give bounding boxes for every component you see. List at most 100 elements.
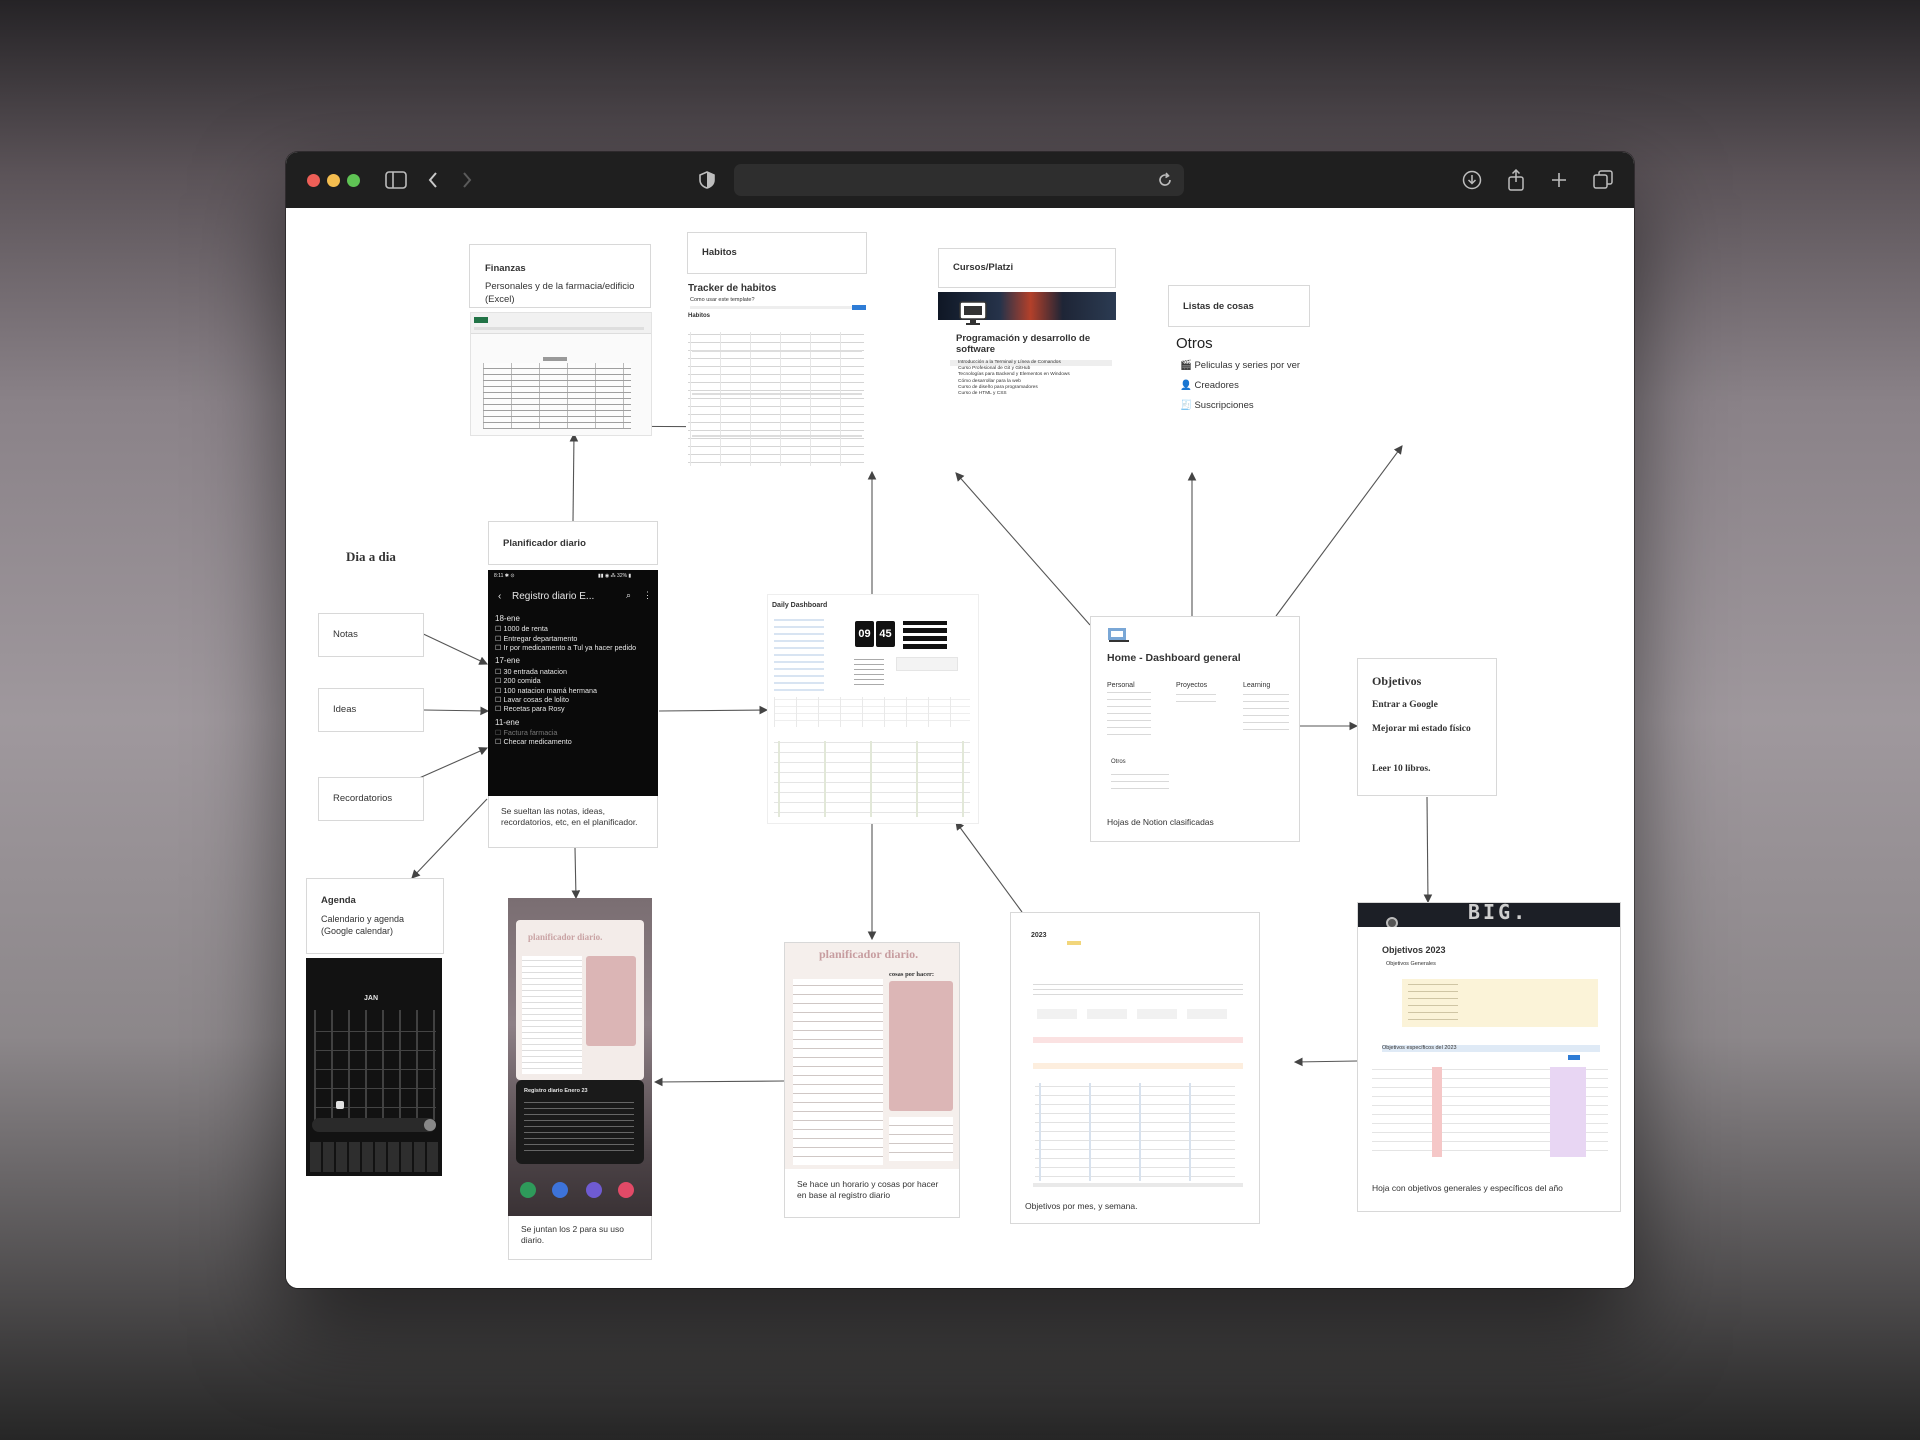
curso-item: Tecnologías para Backend y Elementos en … bbox=[958, 372, 1070, 378]
home-col-personal: Personal bbox=[1107, 682, 1135, 689]
back-icon[interactable] bbox=[419, 166, 447, 194]
registro-item-text: Checar medicamento bbox=[503, 737, 572, 747]
registro-item: ☐ Ir por medicamento a Tul ya hacer pedi… bbox=[495, 643, 637, 653]
download-icon[interactable] bbox=[1458, 166, 1486, 194]
combo-planner-title: planificador diario. bbox=[528, 932, 603, 942]
agenda-desc: Calendario y agenda (Google calendar) bbox=[321, 914, 405, 937]
registro-item-text: Ir por medicamento a Tul ya hacer pedido bbox=[503, 643, 637, 653]
registro-item: ☐ 30 entrada natacion bbox=[495, 666, 567, 676]
tracker-title: Tracker de habitos bbox=[688, 283, 777, 294]
search-icon[interactable]: ⌕ bbox=[626, 590, 632, 600]
semana-desc: Objetivos por mes, y semana. bbox=[1025, 1201, 1138, 1211]
objetivo-item: Leer 10 libros. bbox=[1372, 764, 1431, 774]
paper-planner-screenshot: planificador diario. cosas por hacer: bbox=[785, 943, 959, 1169]
phone-app-icon bbox=[520, 1182, 536, 1198]
agenda-card[interactable]: Agenda Calendario y agenda (Google calen… bbox=[306, 878, 444, 954]
registro-item: ☐ Checar medicamento bbox=[495, 737, 572, 747]
home-title: Home - Dashboard general bbox=[1107, 652, 1241, 664]
phone-registro-screenshot: 8:11 ✱ ⊙ ▮▮ ◉ ⁂ 32% ▮ ‹ Registro diario … bbox=[488, 570, 658, 796]
otros-screenshot: Otros 🎬 Peliculas y series por ver 👤 Cre… bbox=[1170, 332, 1320, 412]
big-banner-text: BIG. bbox=[1468, 903, 1529, 924]
paper-planner-card[interactable]: planificador diario. cosas por hacer: Se… bbox=[784, 942, 960, 1218]
recordatorios-card[interactable]: Recordatorios bbox=[318, 777, 424, 821]
browser-toolbar bbox=[286, 152, 1634, 208]
semana-card[interactable]: 2023 Objetivos por mes, y semana. bbox=[1010, 912, 1260, 1224]
finanzas-card[interactable]: Finanzas Personales y de la farmacia/edi… bbox=[469, 244, 651, 308]
habitos-title: Habitos bbox=[702, 247, 737, 258]
obj2023-title: Objetivos 2023 bbox=[1382, 945, 1446, 955]
registro-item: ☐ 200 comida bbox=[495, 676, 541, 686]
big-banner: BIG. bbox=[1358, 903, 1620, 927]
clock-hour: 09 bbox=[855, 621, 874, 647]
forward-icon[interactable] bbox=[453, 166, 481, 194]
sidebar-icon[interactable] bbox=[382, 166, 410, 194]
registro-item-text: Entregar departamento bbox=[503, 633, 578, 643]
planificador-title: Planificador diario bbox=[503, 538, 586, 549]
registro-date: 18-ene bbox=[495, 614, 520, 623]
notas-label: Notas bbox=[333, 629, 358, 640]
reload-icon[interactable] bbox=[1151, 166, 1179, 194]
whiteboard-canvas[interactable]: Finanzas Personales y de la farmacia/edi… bbox=[286, 208, 1634, 1288]
registro-item: ☐ 100 natacion mamá hermana bbox=[495, 685, 597, 695]
planificador-desc-card: Se sueltan las notas, ideas, recordatori… bbox=[488, 796, 658, 848]
registro-date: 11-ene bbox=[495, 717, 520, 727]
obj2023-desc: Hoja con objetivos generales y específic… bbox=[1372, 1183, 1563, 1193]
planificador-desc: Se sueltan las notas, ideas, recordatori… bbox=[501, 806, 638, 828]
share-icon[interactable] bbox=[1502, 166, 1530, 194]
habit-tracker-screenshot: Tracker de habitos Como usar este templa… bbox=[686, 280, 868, 470]
curso-item: Curso Profesional de Git y GitHub bbox=[958, 366, 1031, 372]
otros-item: 🧾 Suscripciones bbox=[1180, 400, 1254, 411]
excel-screenshot bbox=[470, 312, 652, 436]
shield-icon[interactable] bbox=[693, 166, 721, 194]
clock-minute: 45 bbox=[876, 621, 895, 647]
curso-item: Introducción a la Terminal y Línea de Co… bbox=[950, 360, 1112, 367]
listas-title: Listas de cosas bbox=[1183, 301, 1254, 312]
close-window-button[interactable] bbox=[307, 174, 320, 187]
finanzas-title: Finanzas bbox=[485, 263, 526, 274]
registro-item-text: 100 natacion mamá hermana bbox=[503, 685, 597, 695]
tabs-icon[interactable] bbox=[1589, 166, 1617, 194]
objetivo-item: Mejorar mi estado físico bbox=[1372, 724, 1471, 734]
tracker-section: Habitos bbox=[688, 313, 711, 319]
home-card[interactable]: Home - Dashboard general Personal Proyec… bbox=[1090, 616, 1300, 842]
registro-item: ☐ Factura farmacia bbox=[495, 728, 558, 738]
obj2023-specific: Objetivos específicos del 2023 bbox=[1382, 1045, 1600, 1053]
target-icon bbox=[1386, 917, 1398, 927]
otros-item-label: Creadores bbox=[1194, 380, 1239, 391]
otros-item: 👤 Creadores bbox=[1180, 380, 1239, 391]
objetivos-card[interactable]: Objetivos Entrar a Google Mejorar mi est… bbox=[1357, 658, 1497, 796]
registro-item: ☐ Recetas para Rosy bbox=[495, 704, 565, 714]
paper-side-title: cosas por hacer: bbox=[889, 971, 935, 978]
plus-icon[interactable] bbox=[1545, 166, 1573, 194]
address-bar[interactable] bbox=[734, 164, 1184, 196]
paper-planner-desc: Se hace un horario y cosas por hacer en … bbox=[797, 1179, 939, 1201]
cursos-list: Introducción a la Terminal y Línea de Co… bbox=[950, 360, 1112, 397]
zoom-window-button[interactable] bbox=[347, 174, 360, 187]
daily-title: Daily Dashboard bbox=[772, 602, 828, 609]
registro-item-text: Recetas para Rosy bbox=[503, 704, 565, 714]
objetivos2023-card[interactable]: BIG. Objetivos 2023 Objetivos Generales … bbox=[1357, 902, 1621, 1212]
notas-card[interactable]: Notas bbox=[318, 613, 424, 657]
paper-planner-title: planificador diario. bbox=[819, 947, 919, 961]
camera-app-icon bbox=[618, 1182, 634, 1198]
registro-date: 17-ene bbox=[495, 656, 520, 666]
phone-combo-screenshot: planificador diario. Registro diario Ene… bbox=[508, 898, 652, 1216]
habitos-card[interactable]: Habitos bbox=[687, 232, 867, 274]
more-icon[interactable]: ⋮ bbox=[643, 590, 652, 600]
connector-arrows bbox=[411, 422, 1433, 1087]
registro-item-text: 1000 de renta bbox=[503, 624, 548, 634]
cursos-card[interactable]: Cursos/Platzi bbox=[938, 248, 1116, 288]
listas-card[interactable]: Listas de cosas bbox=[1168, 285, 1310, 327]
registro-item-text: Lavar cosas de lolito bbox=[503, 694, 569, 704]
registro-item-text: 200 comida bbox=[503, 676, 541, 686]
home-otros: Otros bbox=[1111, 759, 1126, 765]
home-desc: Hojas de Notion clasificadas bbox=[1107, 817, 1214, 827]
home-col-learning: Learning bbox=[1243, 682, 1271, 689]
minimize-window-button[interactable] bbox=[327, 174, 340, 187]
finanzas-desc: Personales y de la farmacia/edificio (Ex… bbox=[485, 281, 635, 305]
planificador-card[interactable]: Planificador diario bbox=[488, 521, 658, 565]
back-arrow-icon[interactable]: ‹ bbox=[498, 591, 502, 602]
ideas-card[interactable]: Ideas bbox=[318, 688, 424, 732]
registro-item-text: Factura farmacia bbox=[503, 728, 558, 738]
otros-item-label: Suscripciones bbox=[1194, 400, 1254, 411]
